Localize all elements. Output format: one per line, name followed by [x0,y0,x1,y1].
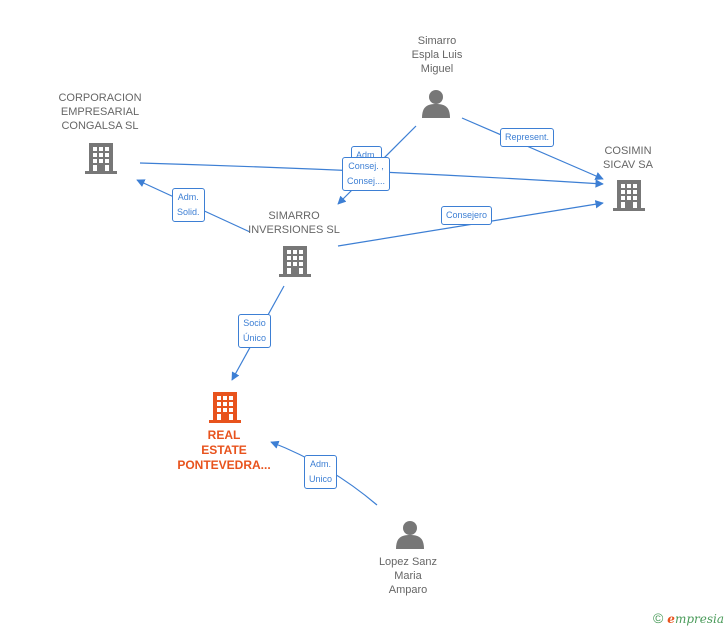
node-label-corporacion[interactable]: CORPORACION EMPRESARIAL CONGALSA SL [45,91,155,133]
brand-logo-initial: e [667,612,675,626]
node-label-line: Amparo [388,584,428,596]
corporacion-building-icon[interactable] [85,143,117,174]
node-label-line: CONGALSA SL [61,120,139,132]
edge-label-represent[interactable]: Represent. [500,128,555,147]
edge-label-line: Unico [309,474,333,484]
brand-logo-rest: mpresia [674,612,724,626]
node-label-line: SIMARRO [268,210,320,222]
footer-brand: ©empresia [653,610,724,626]
edge-label-line: Adm. [356,150,378,160]
node-label-simarro-espla[interactable]: Simarro Espla Luis Miguel [387,34,487,76]
node-label-line: Miguel [420,63,454,75]
node-label-line: Maria [394,570,422,582]
edge-label-adm-solid[interactable]: Adm. Solid. [172,188,205,222]
simarro-inversiones-building-icon[interactable] [279,246,311,277]
copyright-symbol: © [652,610,664,626]
edge-label-line: Consej.... [347,176,386,186]
node-label-line: EMPRESARIAL [60,106,140,118]
node-label-line: CORPORACION [58,92,142,104]
cosimin-building-icon[interactable] [613,180,645,211]
edge-label-line: Represent. [505,132,550,142]
edge-label-line: Único [243,333,267,343]
edge-label-line: Solid. [177,207,200,217]
edge-label-line: Adm. [177,192,199,202]
brand-logo: empresia [667,612,724,626]
node-label-line: Espla Luis [411,49,463,61]
node-label-line: Simarro [417,35,457,47]
node-label-line: SICAV SA [603,159,653,171]
edge-label-line: Adm. [310,459,332,469]
node-label-line: REAL [207,428,241,442]
node-label-cosimin[interactable]: COSIMIN SICAV SA [588,144,668,172]
node-label-line: PONTEVEDRA... [177,458,271,472]
edge-label-consej[interactable]: Consej. , Consej.... [342,157,391,191]
edge-label-line: Consej. , [348,161,384,171]
node-label-simarro-inversiones[interactable]: SIMARRO INVERSIONES SL [239,209,349,237]
edge-label-adm-unico[interactable]: Adm. Unico [304,455,338,489]
node-label-line: Lopez Sanz [378,556,438,568]
node-label-real-estate[interactable]: REAL ESTATE PONTEVEDRA... [169,428,279,473]
lopez-sanz-person-icon[interactable] [396,521,424,549]
edge-label-line: Socio [243,318,266,328]
simarro-espla-person-icon[interactable] [422,90,450,118]
node-label-line: INVERSIONES SL [248,224,340,236]
edge-represent [461,117,604,180]
real-estate-building-icon[interactable] [209,392,241,423]
edge-label-line: Consejero [446,210,488,220]
node-label-line: COSIMIN [604,145,652,157]
edge-label-socio-unico[interactable]: Socio Único [238,314,272,348]
node-label-line: ESTATE [201,443,247,457]
node-label-lopez-sanz[interactable]: Lopez Sanz Maria Amparo [358,555,458,597]
edge-label-consejero[interactable]: Consejero [441,206,493,225]
